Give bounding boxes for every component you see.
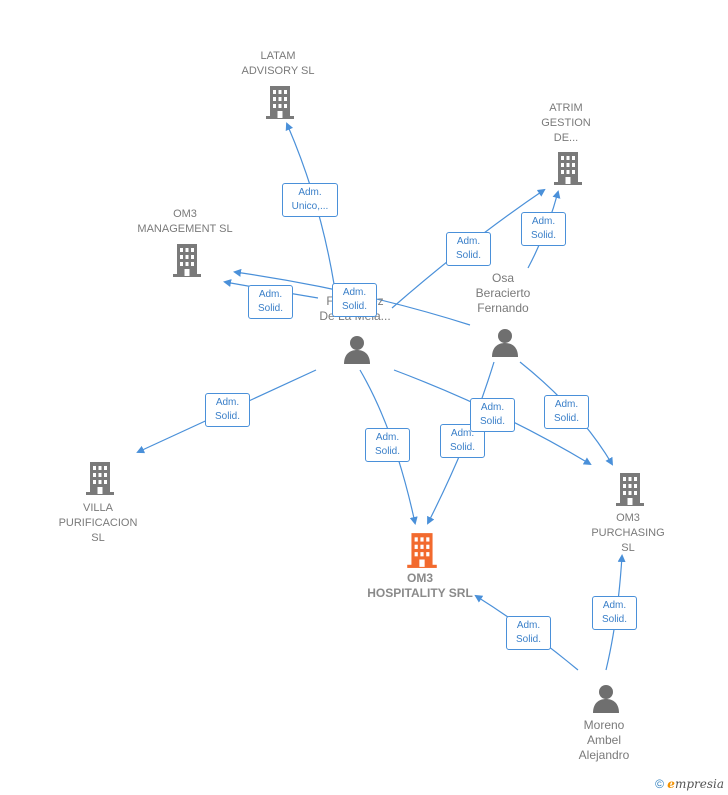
person-icon[interactable]	[591, 683, 621, 713]
building-icon[interactable]	[614, 471, 646, 507]
role-label[interactable]: Adm. Solid.	[205, 393, 250, 427]
node-label-atrim[interactable]: ATRIM GESTION DE...	[541, 102, 591, 144]
role-label[interactable]: Adm. Solid.	[470, 398, 515, 432]
role-label[interactable]: Adm. Solid.	[332, 283, 377, 317]
role-label[interactable]: Adm. Solid.	[365, 428, 410, 462]
building-icon[interactable]	[552, 150, 584, 186]
node-label-latam[interactable]: LATAM ADVISORY SL	[241, 50, 315, 77]
role-label[interactable]: Adm. Solid.	[248, 285, 293, 319]
node-label-osa[interactable]: Osa Beracierto Fernando	[475, 271, 531, 315]
building-icon[interactable]	[171, 242, 203, 278]
person-icon[interactable]	[490, 327, 520, 357]
node-label-moreno[interactable]: Moreno Ambel Alejandro	[578, 718, 630, 762]
role-label[interactable]: Adm. Solid.	[506, 616, 551, 650]
role-label[interactable]: Adm. Solid.	[544, 395, 589, 429]
person-icon[interactable]	[342, 334, 372, 364]
node-label-om3-management[interactable]: OM3 MANAGEMENT SL	[137, 208, 233, 235]
footer-brand: © empresia	[655, 777, 724, 791]
brand-logo: empresia	[667, 777, 724, 791]
role-label[interactable]: Adm. Solid.	[592, 596, 637, 630]
building-icon[interactable]	[264, 84, 296, 120]
role-label[interactable]: Adm. Solid.	[521, 212, 566, 246]
building-icon[interactable]	[405, 531, 439, 569]
role-label[interactable]: Adm. Solid.	[446, 232, 491, 266]
node-label-villa[interactable]: VILLA PURIFICACION SL	[58, 502, 138, 544]
building-icon[interactable]	[84, 460, 116, 496]
copyright-symbol: ©	[655, 777, 664, 791]
node-label-om3-purchasing[interactable]: OM3 PURCHASING SL	[591, 512, 665, 554]
role-label[interactable]: Adm. Unico,...	[282, 183, 338, 217]
node-label-om3-hospitality[interactable]: OM3 HOSPITALITY SRL	[367, 571, 473, 600]
